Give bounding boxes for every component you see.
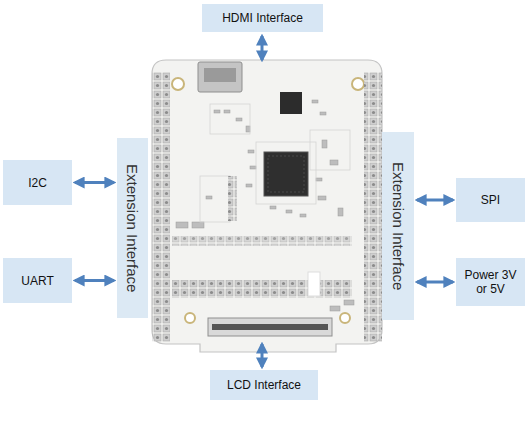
interface-label: Power 3V or 5V	[462, 268, 519, 296]
interface-label: SPI	[481, 193, 500, 207]
band-label: Extension Interface	[390, 162, 407, 290]
mounting-hole	[185, 313, 195, 323]
interface-label: LCD Interface	[227, 378, 301, 392]
ic-pins	[268, 156, 304, 192]
ic-chip	[264, 152, 308, 196]
pin-header	[364, 72, 382, 342]
pin-row	[172, 236, 352, 246]
fpc-connector	[208, 318, 332, 336]
interface-label: HDMI Interface	[222, 11, 303, 25]
band-label: Extension Interface	[124, 164, 141, 292]
double-arrow	[75, 181, 114, 184]
double-arrow	[75, 279, 114, 282]
ic-chip	[280, 92, 302, 114]
board-arrow	[261, 344, 264, 367]
extension-band: Extension Interface	[117, 138, 148, 318]
smd-components	[176, 100, 354, 311]
hdmi-connector	[198, 62, 242, 92]
board-arrow	[261, 36, 264, 60]
silkscreen	[200, 104, 350, 222]
mounting-hole	[340, 313, 350, 323]
interface-box: I2C	[3, 160, 72, 205]
interface-box: UART	[3, 258, 72, 303]
double-arrow	[417, 199, 453, 202]
mounting-hole	[172, 78, 184, 90]
pin-header	[152, 72, 170, 342]
interface-box: LCD Interface	[210, 370, 318, 400]
interface-box: SPI	[456, 178, 525, 222]
double-arrow	[417, 281, 453, 284]
interface-label: I2C	[28, 176, 47, 190]
label-patch	[308, 272, 320, 296]
fpc-slot	[212, 324, 328, 330]
pcb-outline	[152, 60, 382, 352]
interface-label: UART	[21, 274, 53, 288]
mounting-hole	[352, 78, 364, 90]
extension-band: Extension Interface	[382, 132, 414, 320]
pin-row	[172, 280, 352, 298]
interface-box: HDMI Interface	[202, 4, 323, 32]
hdmi-port	[204, 68, 236, 82]
interface-box: Power 3V or 5V	[456, 258, 525, 306]
pin-header	[228, 176, 237, 221]
